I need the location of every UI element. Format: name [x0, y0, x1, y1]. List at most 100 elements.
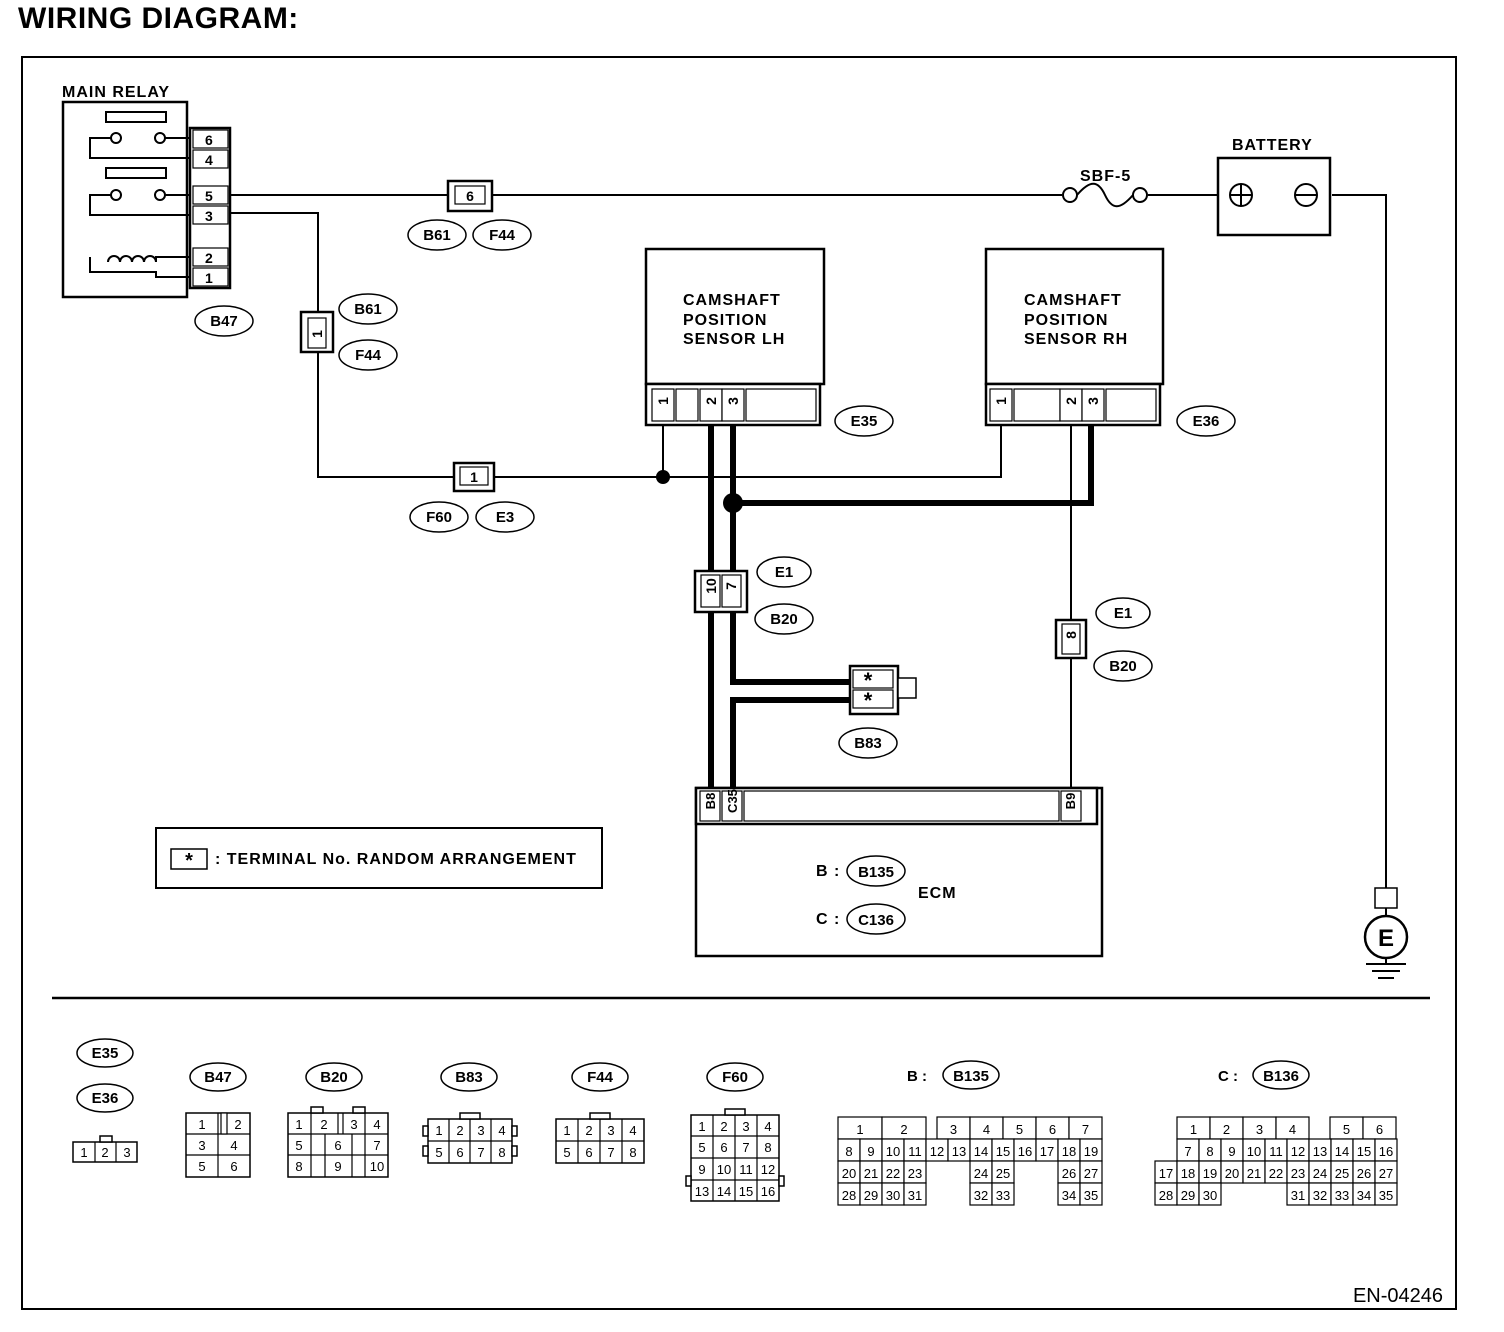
b135-pin-20: 20: [842, 1166, 856, 1181]
inline-top-pin: 6: [466, 188, 474, 204]
view-b20-pin-5: 5: [295, 1138, 302, 1153]
inline-top-label-2: F44: [489, 227, 516, 244]
c136-pin-5: 5: [1343, 1122, 1350, 1137]
ecm-label: ECM: [918, 885, 957, 902]
view-f60-pin-12: 12: [761, 1162, 775, 1177]
inline-e1-pin-10: 10: [703, 578, 719, 594]
sensor-rh-pin-1: 1: [993, 397, 1009, 405]
b135-pin-18: 18: [1062, 1144, 1076, 1159]
relay-pin-6: 6: [205, 132, 213, 148]
b135-pin-28: 28: [842, 1188, 856, 1203]
relay-pin-3: 3: [205, 208, 213, 224]
page-title: WIRING DIAGRAM:: [18, 2, 299, 35]
b135-pin-29: 29: [864, 1188, 878, 1203]
legend-text: : TERMINAL No. RANDOM ARRANGEMENT: [215, 851, 577, 868]
c136-pin-22: 22: [1269, 1166, 1283, 1181]
view-f44-pin-4: 4: [629, 1123, 636, 1138]
view-b20-pin-6: 6: [334, 1138, 341, 1153]
b135-pin-34: 34: [1062, 1188, 1076, 1203]
b135-pin-10: 10: [886, 1144, 900, 1159]
c136-pin-17: 17: [1159, 1166, 1173, 1181]
inline-e1-label-1: E1: [775, 564, 793, 581]
b135-pin-27: 27: [1084, 1166, 1098, 1181]
c136-pin-30: 30: [1203, 1188, 1217, 1203]
footer-code: EN-04246: [1353, 1285, 1443, 1307]
relay-pin-2: 2: [205, 250, 213, 266]
view-f60-pin-2: 2: [720, 1119, 727, 1134]
b135-pin-19: 19: [1084, 1144, 1098, 1159]
inline-left-label-1: B61: [354, 301, 382, 318]
b83-pin-1: *: [864, 668, 873, 693]
view-b20-pin-2: 2: [320, 1117, 327, 1132]
b135-pin-25: 25: [996, 1166, 1010, 1181]
sensor-lh-line2: POSITION: [683, 312, 767, 329]
relay-pin-1: 1: [205, 270, 213, 286]
inline-left-label-2: F44: [355, 347, 382, 364]
connector-b83: * * B83: [838, 664, 917, 759]
sensor-rh-connector: E36: [1193, 413, 1220, 430]
c136-pin-35: 35: [1379, 1188, 1393, 1203]
inline-mid-pin: 1: [470, 469, 478, 485]
view-f60-pin-3: 3: [742, 1119, 749, 1134]
b135-pin-11: 11: [908, 1144, 922, 1159]
c136-pin-14: 14: [1335, 1144, 1349, 1159]
b135-pin-31: 31: [908, 1188, 922, 1203]
relay-pin-5: 5: [205, 188, 213, 204]
view-e35-label: E35: [92, 1045, 119, 1062]
c136-pin-28: 28: [1159, 1188, 1173, 1203]
view-b47-pin-6: 6: [230, 1159, 237, 1174]
view-f44-pin-7: 7: [607, 1145, 614, 1160]
view-b47-pin-4: 4: [230, 1138, 237, 1153]
view-b20-label: B20: [320, 1069, 348, 1086]
view-e35-pin-1: 1: [80, 1145, 87, 1160]
b135-pin-3: 3: [950, 1122, 957, 1137]
legend: * : TERMINAL No. RANDOM ARRANGEMENT: [155, 827, 603, 889]
ground-label: E: [1378, 925, 1394, 952]
b135-pin-22: 22: [886, 1166, 900, 1181]
view-f60-pin-9: 9: [698, 1162, 705, 1177]
view-b20-pin-9: 9: [334, 1159, 341, 1174]
view-b20-pin-7: 7: [373, 1138, 380, 1153]
view-b47-pin-1: 1: [198, 1117, 205, 1132]
view-f60-pin-8: 8: [764, 1140, 771, 1155]
c136-pin-33: 33: [1335, 1188, 1349, 1203]
inline-left-pin: 1: [309, 330, 325, 338]
b135-pin-26: 26: [1062, 1166, 1076, 1181]
view-b20-pin-4: 4: [373, 1117, 380, 1132]
c136-pin-3: 3: [1256, 1122, 1263, 1137]
inline-connector-top: 6 B61 F44: [407, 179, 532, 251]
sensor-rh-pin-2: 2: [1063, 397, 1079, 405]
inline-connector-e1-b20-right: 8 E1 B20: [1054, 597, 1153, 682]
inline-connector-mid: 1 F60 E3: [409, 461, 535, 533]
fuse-sbf5: SBF-5: [1062, 168, 1148, 208]
sensor-lh-pin-2: 2: [703, 397, 719, 405]
c136-pin-18: 18: [1181, 1166, 1195, 1181]
main-relay-label: MAIN RELAY: [62, 84, 170, 101]
b135-pin-35: 35: [1084, 1188, 1098, 1203]
view-b20-pin-10: 10: [370, 1159, 384, 1174]
camshaft-sensor-rh: CAMSHAFT POSITION SENSOR RH 1 2 3 E36: [984, 247, 1236, 437]
b135-pin-13: 13: [952, 1144, 966, 1159]
view-b135-prefix: B :: [907, 1068, 927, 1085]
diagram-frame: [21, 56, 1457, 1310]
ground-symbol: E: [1363, 887, 1409, 979]
inline-e1r-label-2: B20: [1109, 658, 1137, 675]
connector-view-b83: B83 1 2 3 4 5 6 7 8: [422, 1062, 518, 1164]
inline-mid-label-1: F60: [426, 509, 452, 526]
view-b47-pin-2: 2: [234, 1117, 241, 1132]
view-f60-pin-4: 4: [764, 1119, 771, 1134]
b83-pin-2: *: [864, 688, 873, 713]
view-b83-pin-1: 1: [435, 1123, 442, 1138]
view-f44-pin-1: 1: [563, 1123, 570, 1138]
b135-pin-24: 24: [974, 1166, 988, 1181]
c136-pin-1: 1: [1190, 1122, 1197, 1137]
relay-pin-4: 4: [205, 152, 213, 168]
sensor-rh-line3: SENSOR RH: [1024, 331, 1128, 348]
c136-pin-10: 10: [1247, 1144, 1261, 1159]
sensor-lh-line3: SENSOR LH: [683, 331, 785, 348]
b135-pin-2: 2: [900, 1122, 907, 1137]
inline-connector-left: 1 B61 F44: [299, 293, 398, 371]
view-f60-pin-15: 15: [739, 1184, 753, 1199]
